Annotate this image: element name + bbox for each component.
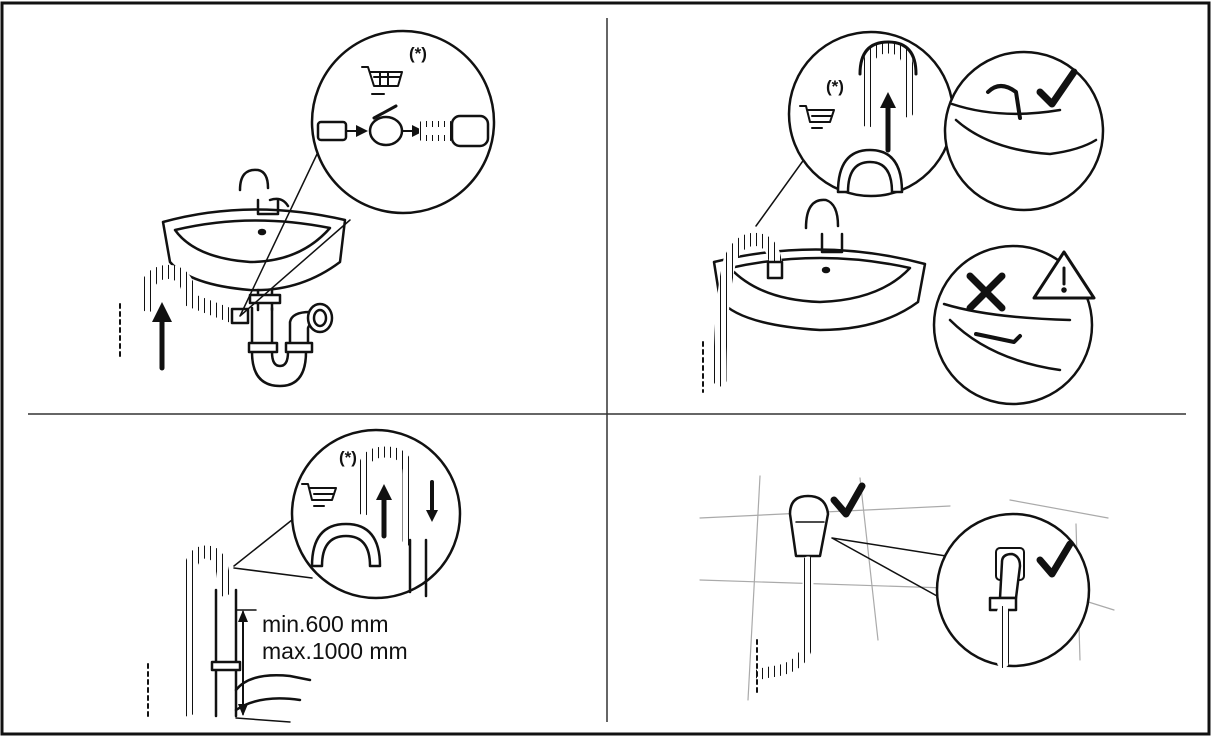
height-min-label: min.600 mm bbox=[262, 611, 389, 637]
hose-loose-wrong bbox=[974, 332, 1022, 344]
optional-part-note-2: (*) bbox=[826, 77, 844, 96]
panel-standpipe bbox=[147, 428, 462, 723]
panel-sink-siphon bbox=[119, 29, 496, 388]
siphon-nut-right bbox=[284, 341, 314, 354]
hook-part-3 bbox=[310, 522, 382, 568]
hose-with-hook bbox=[862, 42, 914, 128]
sink-edge-correct bbox=[950, 102, 1098, 156]
adapter-part bbox=[419, 121, 453, 141]
sink-bowl bbox=[173, 219, 332, 264]
check-mark-icon-3 bbox=[1036, 540, 1074, 578]
standpipe-collar bbox=[210, 660, 242, 672]
drain-collar bbox=[248, 293, 282, 305]
siphon-nut-left bbox=[247, 341, 279, 354]
sink-bowl-2 bbox=[728, 256, 912, 304]
drain-hose-3 bbox=[181, 545, 231, 717]
sink-drain bbox=[257, 228, 267, 236]
callout-lines bbox=[239, 151, 351, 317]
check-mark-icon bbox=[1036, 68, 1078, 108]
hook-part bbox=[836, 148, 904, 194]
optional-part-note-3: (*) bbox=[339, 448, 357, 467]
shopping-cart-icon-3 bbox=[301, 483, 337, 507]
hose-hook-2 bbox=[766, 260, 784, 280]
wall-flange-inner bbox=[312, 308, 328, 328]
drain-hose bbox=[139, 264, 239, 323]
wall-outlet-elbow bbox=[998, 552, 1022, 600]
panel-sink-edge-hook bbox=[702, 30, 1105, 406]
optional-part-note-1: (*) bbox=[409, 44, 427, 63]
sink-basin-2 bbox=[712, 248, 927, 332]
drain-hose-4 bbox=[754, 556, 814, 680]
check-mark-icon-2 bbox=[830, 482, 866, 518]
wall-flange bbox=[306, 302, 334, 334]
hose-hook-correct bbox=[986, 84, 1022, 120]
cross-mark-icon bbox=[966, 272, 1006, 312]
hose-clamp-part bbox=[368, 115, 404, 147]
panel-wall-outlet bbox=[699, 475, 1115, 701]
tap-body-2 bbox=[820, 232, 844, 254]
sink-basin bbox=[161, 208, 347, 292]
drain-hose-2 bbox=[713, 232, 783, 387]
shopping-cart-icon-2 bbox=[799, 105, 835, 129]
standpipe-detail bbox=[408, 538, 428, 598]
siphon-bend bbox=[250, 350, 308, 388]
tap-handle bbox=[268, 197, 290, 208]
sink-edge-wrong bbox=[942, 302, 1072, 372]
height-max-label: max.1000 mm bbox=[262, 638, 408, 664]
wall-outlet-cap bbox=[788, 494, 830, 558]
standpipe bbox=[214, 588, 238, 718]
tap-body bbox=[256, 198, 280, 216]
tap-spout bbox=[238, 168, 270, 192]
callout-lines-3 bbox=[233, 511, 313, 579]
hose-end-part bbox=[316, 120, 348, 142]
tap-spout-2 bbox=[804, 198, 840, 230]
detail-circle-siphon bbox=[310, 29, 496, 215]
detail-circle-standpipe bbox=[290, 428, 462, 600]
hose-with-hook-3 bbox=[358, 446, 414, 546]
shopping-cart-icon bbox=[361, 66, 403, 95]
siphon-adapter-part bbox=[450, 114, 490, 148]
